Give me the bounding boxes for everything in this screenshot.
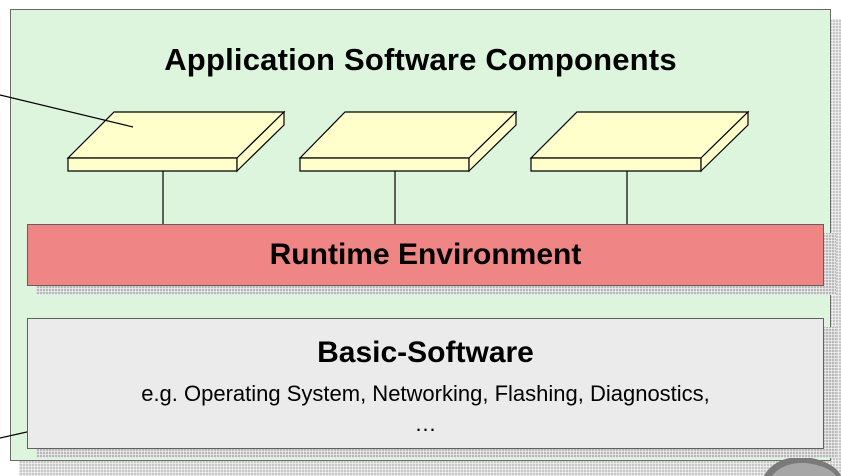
basic-software-description: e.g. Operating System, Networking, Flash…: [28, 379, 823, 440]
basic-software-title: Basic-Software: [317, 336, 534, 369]
runtime-environment-label: Runtime Environment: [269, 238, 582, 271]
basic-software-box: Basic-Software e.g. Operating System, Ne…: [27, 318, 824, 449]
runtime-environment-box: Runtime Environment: [27, 224, 824, 286]
basic-software-description-line-1: e.g. Operating System, Networking, Flash…: [141, 381, 710, 406]
application-software-components-title: Application Software Components: [164, 42, 677, 77]
basic-software-description-line-2: …: [414, 411, 437, 437]
